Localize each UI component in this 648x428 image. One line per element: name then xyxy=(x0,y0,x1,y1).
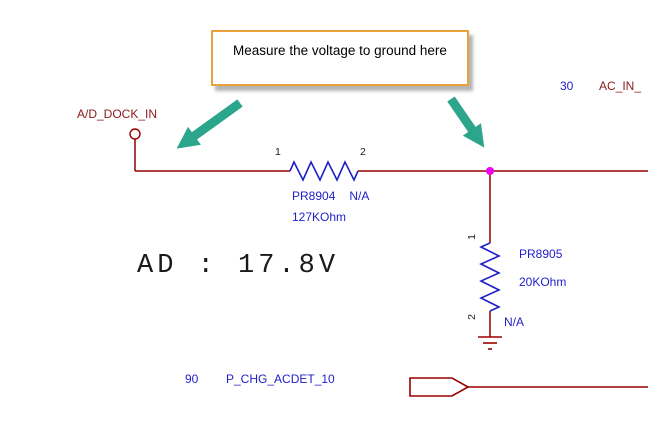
net-label-acdet: P_CHG_ACDET_10 xyxy=(226,372,335,386)
ground-icon xyxy=(478,336,502,350)
acdet-page-number: 90 xyxy=(185,372,199,386)
r2-pin1-number: 1 xyxy=(465,234,478,240)
r1-resistance: 127KOhm xyxy=(292,210,347,224)
net-label-dock-in: A/D_DOCK_IN xyxy=(77,107,158,121)
offpage-connector-icon xyxy=(409,377,648,397)
terminal-circle-icon xyxy=(129,128,141,140)
r1-label: PR8904 N/A xyxy=(292,189,369,203)
junction-dot-icon xyxy=(486,167,494,175)
resistor-pr8904-zigzag-icon xyxy=(289,160,359,182)
r1-refdes: PR8904 xyxy=(292,189,336,203)
measurement-text: AD : 17.8V xyxy=(137,251,340,281)
callout-arrow-left-icon xyxy=(176,99,243,149)
wire-segments xyxy=(134,139,648,337)
r2-refdes: PR8905 xyxy=(519,247,563,261)
callout-note: Measure the voltage to ground here xyxy=(211,30,469,86)
ac-in-page-number: 30 xyxy=(560,79,574,93)
callout-text: Measure the voltage to ground here xyxy=(233,43,447,58)
r1-pin2-number: 2 xyxy=(360,146,366,158)
r2-pin2-number: 2 xyxy=(465,314,478,320)
r2-resistance: 20KOhm xyxy=(519,275,567,289)
resistor-pr8905-zigzag-icon xyxy=(479,242,501,312)
net-label-ac-in: AC_IN_ xyxy=(599,79,642,93)
r1-value: N/A xyxy=(349,189,370,203)
callout-arrow-right-icon xyxy=(447,96,485,148)
r2-value: N/A xyxy=(504,315,525,329)
r1-pin1-number: 1 xyxy=(275,146,281,158)
